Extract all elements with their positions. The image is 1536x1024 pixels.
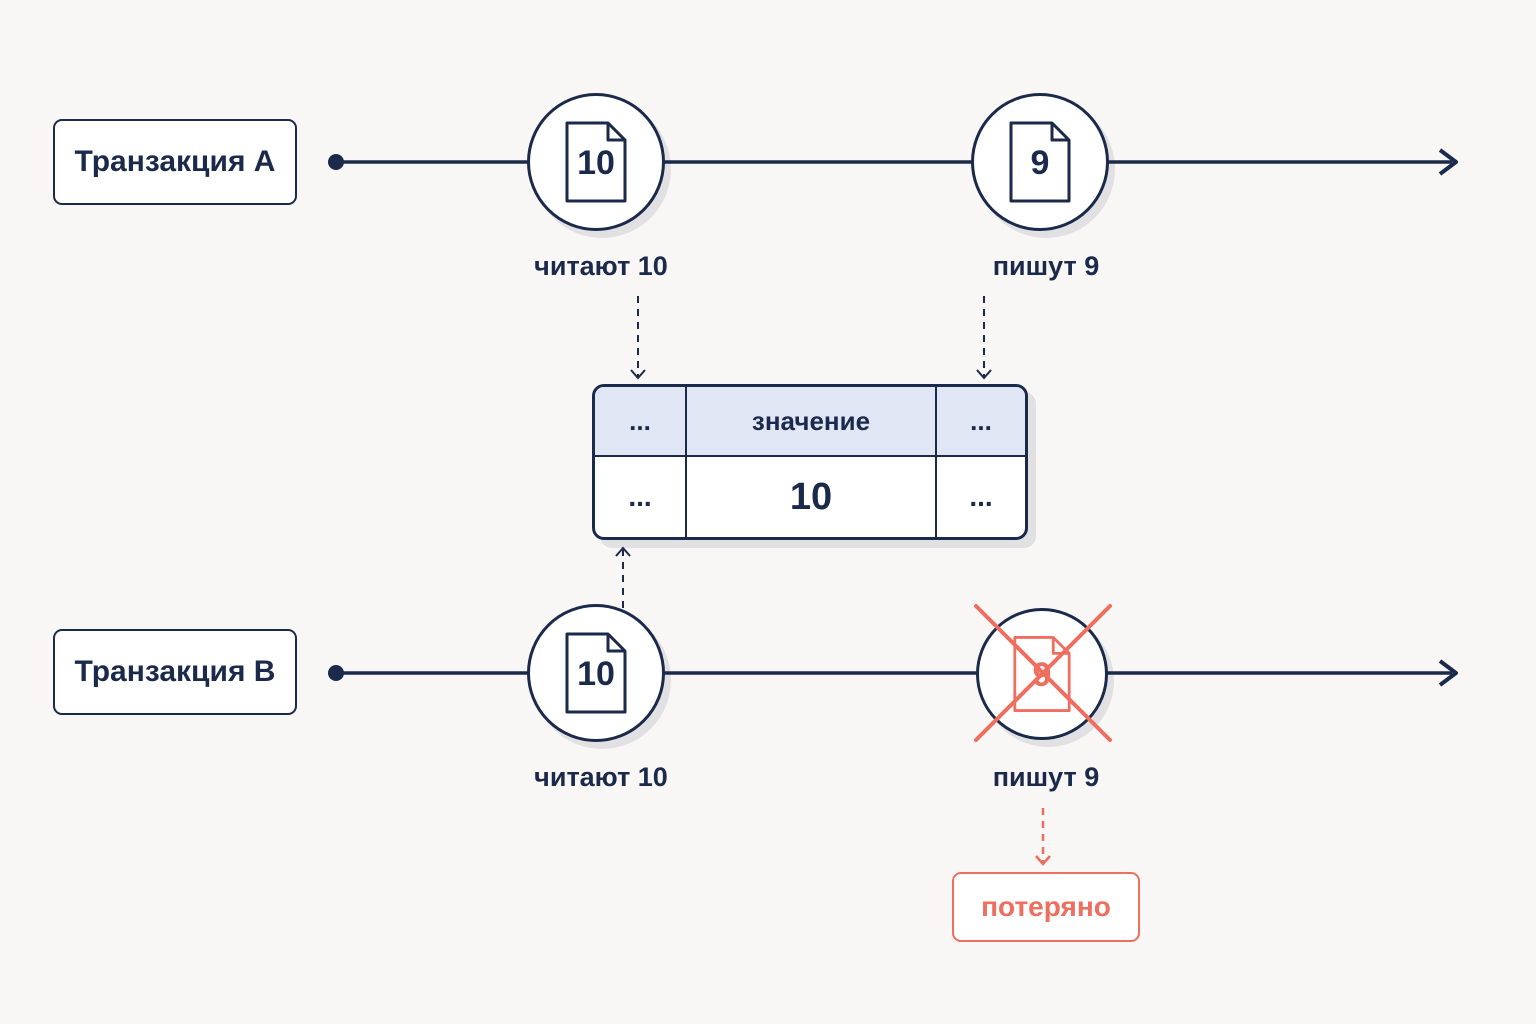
lost-badge: потеряно — [952, 872, 1140, 942]
step-caption-a-read: читают 10 — [534, 251, 668, 281]
timeline-a-arrowhead — [1438, 148, 1458, 176]
table-header-cell: ... — [936, 387, 1025, 457]
table-cell-value: 10 — [686, 456, 937, 537]
document-icon: 9 — [1008, 120, 1072, 204]
node-a-read: 10 — [527, 93, 665, 231]
document-value: 10 — [577, 144, 615, 182]
document-value: 10 — [577, 655, 615, 693]
node-a-write: 9 — [971, 93, 1109, 231]
document-icon: 10 — [564, 120, 628, 204]
table-header-row: ... значение ... — [595, 387, 1025, 457]
node-b-read: 10 — [527, 604, 665, 742]
document-icon: 10 — [564, 631, 628, 715]
transaction-b-label: Транзакция B — [53, 629, 297, 715]
table-row: ... 10 ... — [595, 456, 1025, 537]
table-cell: ... — [969, 481, 993, 512]
step-caption-a-write: пишут 9 — [992, 251, 1100, 281]
table-cell: ... — [595, 456, 687, 537]
table-header-cell: значение — [686, 387, 937, 457]
document-value: 9 — [1030, 144, 1050, 182]
timeline-b-arrowhead — [1438, 659, 1458, 687]
transaction-a-label: Транзакция A — [53, 119, 297, 205]
data-table: ... значение ... ... 10 ... — [592, 384, 1028, 540]
step-caption-b-read: читают 10 — [534, 762, 668, 792]
step-caption-b-write: пишут 9 — [992, 762, 1100, 792]
cross-out-icon — [974, 604, 1112, 742]
table-header-cell: ... — [595, 387, 687, 457]
